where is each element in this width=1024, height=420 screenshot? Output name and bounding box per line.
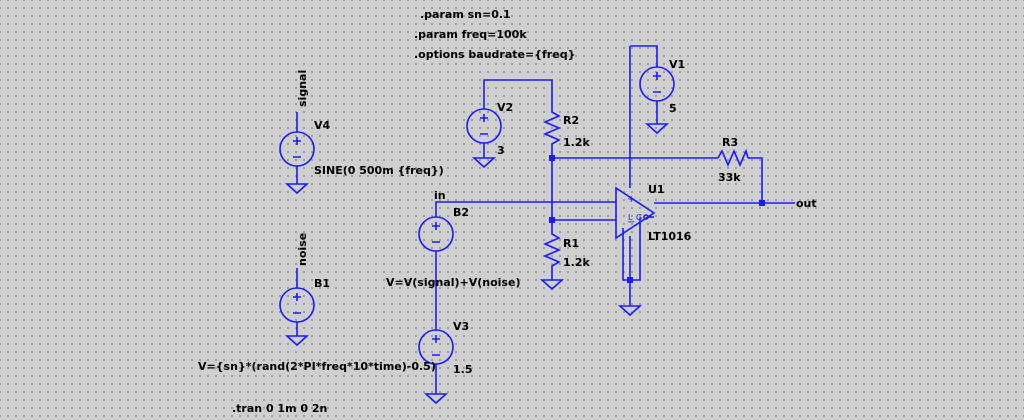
- ground-v1[interactable]: [644, 108, 670, 135]
- label-r2-name[interactable]: R2: [563, 114, 579, 127]
- label-r3-value[interactable]: 33k: [718, 171, 741, 184]
- label-r3-name[interactable]: R3: [722, 136, 738, 149]
- wire-v2-r2[interactable]: [483, 79, 553, 108]
- u1-minus-sign: −: [627, 217, 635, 228]
- u1-q-bubble: [643, 214, 649, 220]
- label-u1-name[interactable]: U1: [648, 183, 665, 196]
- wire-r3-out[interactable]: [748, 157, 763, 203]
- ground-v4[interactable]: [284, 172, 310, 195]
- label-v1-value[interactable]: 5: [669, 102, 677, 115]
- label-v4-name[interactable]: V4: [314, 119, 331, 132]
- ground-v3[interactable]: [423, 370, 449, 405]
- net-label-out[interactable]: out: [796, 197, 817, 210]
- resistor-r1[interactable]: [542, 228, 562, 270]
- directive-param-freq[interactable]: .param freq=100k: [414, 28, 527, 41]
- label-v2-name[interactable]: V2: [497, 101, 513, 114]
- directive-tran[interactable]: .tran 0 1m 0 2n: [232, 402, 327, 415]
- source-v3[interactable]: [418, 329, 454, 370]
- label-v1-name[interactable]: V1: [669, 58, 685, 71]
- net-label-signal[interactable]: signal: [296, 70, 309, 107]
- resistor-r2[interactable]: [542, 108, 562, 148]
- ground-r1[interactable]: [539, 270, 565, 291]
- wire-v1-top[interactable]: [630, 45, 658, 60]
- label-u1-value[interactable]: LT1016: [648, 230, 692, 243]
- label-b1-value[interactable]: V={sn}*(rand(2*PI*freq*10*time)-0.5): [198, 360, 436, 373]
- comparator-u1[interactable]: + − L G: [615, 186, 656, 240]
- directive-options[interactable]: .options baudrate={freq}: [414, 48, 575, 61]
- label-v4-value[interactable]: SINE(0 500m {freq}): [314, 164, 444, 177]
- label-b2-value[interactable]: V=V(signal)+V(noise): [386, 276, 520, 289]
- junction-u1-gnd[interactable]: [627, 277, 633, 283]
- label-b2-name[interactable]: B2: [453, 206, 469, 219]
- label-v2-value[interactable]: 3: [497, 144, 505, 157]
- ground-u1[interactable]: [617, 280, 643, 317]
- u1-latch-pin: L: [628, 213, 633, 222]
- ground-b1[interactable]: [284, 328, 310, 347]
- source-v1[interactable]: [639, 60, 675, 108]
- directive-param-sn[interactable]: .param sn=0.1: [420, 8, 511, 21]
- net-label-in[interactable]: in: [434, 189, 446, 202]
- junction-out[interactable]: [759, 200, 765, 206]
- source-v2[interactable]: [466, 102, 502, 150]
- label-b1-name[interactable]: B1: [314, 277, 330, 290]
- u1-plus-sign: +: [627, 194, 635, 205]
- source-b2[interactable]: [418, 210, 454, 252]
- label-r1-name[interactable]: R1: [563, 237, 579, 250]
- wires: [296, 45, 795, 330]
- wire-in-net[interactable]: [435, 201, 616, 210]
- u1-gnd-pin: G: [636, 213, 642, 222]
- label-v3-name[interactable]: V3: [453, 320, 469, 333]
- label-r1-value[interactable]: 1.2k: [563, 256, 590, 269]
- net-label-noise[interactable]: noise: [296, 233, 309, 266]
- ground-v2[interactable]: [471, 150, 497, 169]
- junction-feedback[interactable]: [549, 155, 555, 161]
- resistor-r3[interactable]: [717, 148, 749, 168]
- source-v4[interactable]: [279, 131, 315, 172]
- grounds: [284, 108, 670, 405]
- source-b1[interactable]: [279, 287, 315, 328]
- label-r2-value[interactable]: 1.2k: [563, 136, 590, 149]
- label-v3-value[interactable]: 1.5: [453, 363, 473, 376]
- junction-minus[interactable]: [549, 217, 555, 223]
